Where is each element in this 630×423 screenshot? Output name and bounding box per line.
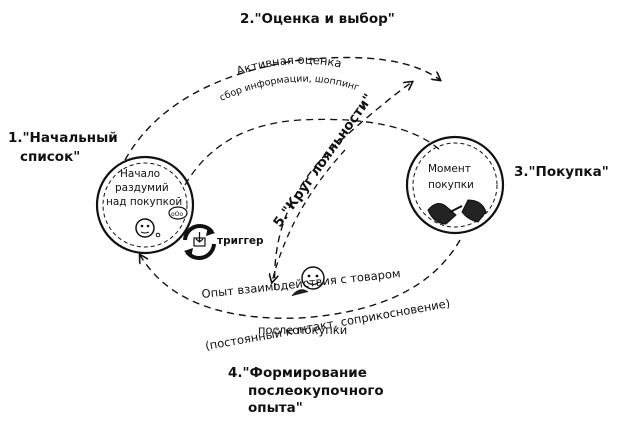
evaluation-arc — [124, 56, 440, 161]
thinking-face-icon: oOo — [135, 206, 188, 238]
stage2-title: 2."Оценка и выбор" — [240, 11, 395, 27]
circle-left-line3: над покупкой — [106, 196, 182, 208]
stage4-title-line3: опыта" — [248, 400, 303, 416]
stage1-title-line2: список" — [20, 149, 80, 165]
svg-text:oOo: oOo — [171, 211, 183, 218]
purchase-moment-circle-inner — [412, 142, 498, 228]
inner-top-arc — [184, 118, 441, 186]
active-evaluation-text: Активная оценка — [235, 53, 343, 78]
active-evaluation-sub-text: сбор информации, шоппинг — [218, 74, 360, 104]
post-purchase-arc — [140, 239, 461, 319]
loyalty-arrow-down — [272, 149, 346, 282]
loyalty-text: 5."Круг лояльности" — [270, 91, 376, 230]
stage1-title-line1: 1."Начальный — [8, 130, 118, 146]
post-experience-line2: после покупки — [258, 323, 347, 337]
happy-person-icon — [291, 266, 325, 297]
purchase-moment-circle — [405, 135, 505, 235]
handshake-icon — [427, 199, 487, 225]
refresh-cycle-icon — [183, 224, 216, 260]
circle-right-line1: Момент — [428, 163, 471, 175]
circle-right-line2: покупки — [428, 179, 474, 191]
stage4-title-line1: 4."Формирование — [228, 365, 367, 381]
initial-consideration-circle-inner — [102, 162, 188, 248]
stage3-title: 3."Покупка" — [514, 164, 609, 180]
active-evaluation-sub-label: сбор информации, шоппинг — [218, 74, 360, 104]
active-evaluation-label: Активная оценка — [235, 53, 343, 78]
loyalty-arrow-up — [273, 82, 412, 291]
stage4-title-line2: послеокупочного — [248, 383, 384, 399]
loyalty-label: 5."Круг лояльности" — [270, 91, 376, 230]
post-experience-line3: (постоянный контакт, соприкосновение) — [204, 296, 451, 353]
circle-left-line1: Начало — [120, 168, 160, 180]
circle-left-line2: раздумий — [115, 182, 169, 194]
post-experience-line1: Опыт взаимодействия с товаром — [201, 266, 401, 301]
trigger-label: триггер — [217, 235, 264, 247]
